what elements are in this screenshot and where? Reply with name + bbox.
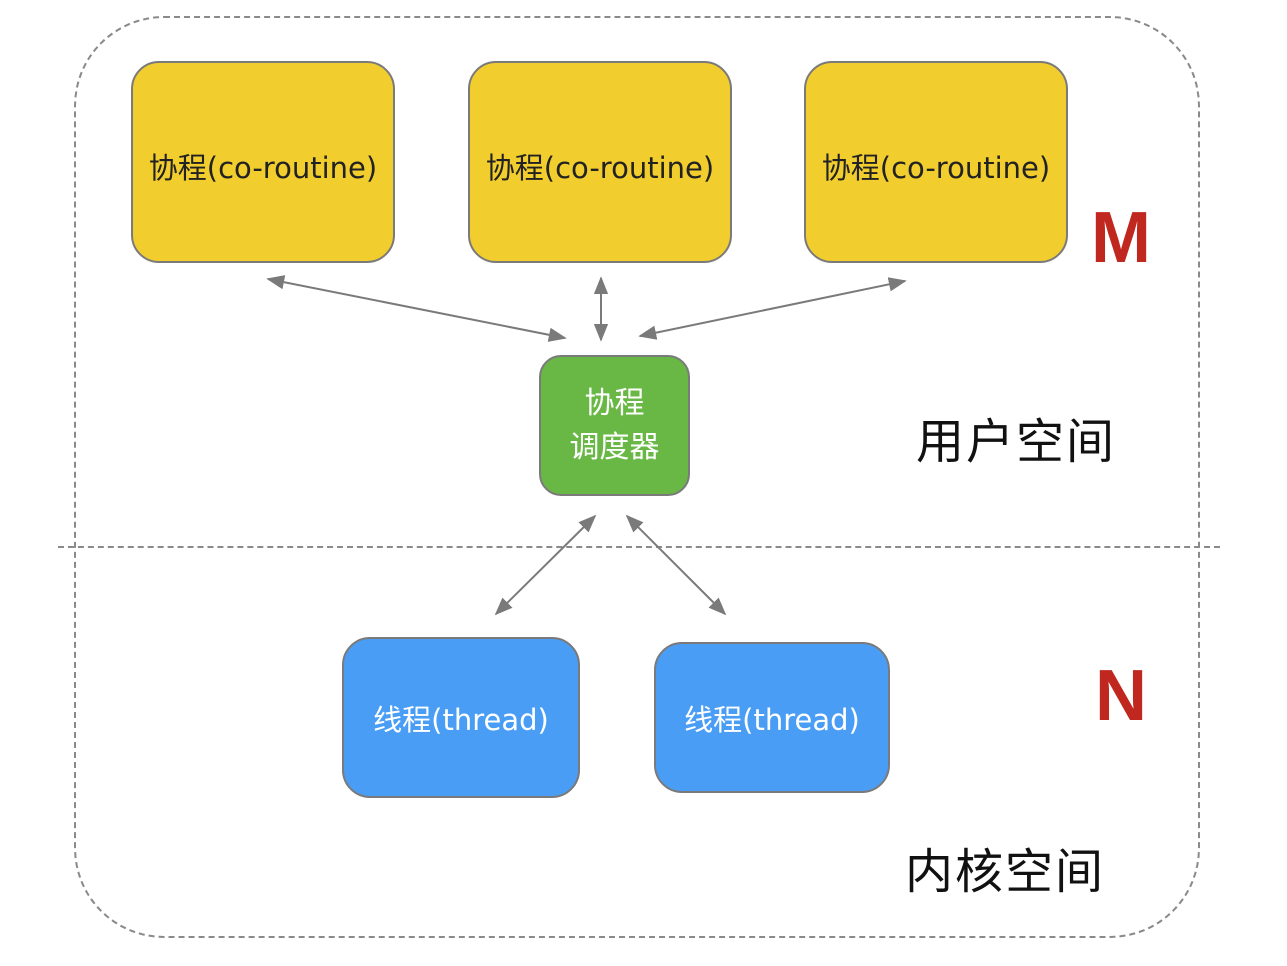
scheduler-label-line2: 调度器 [569, 429, 660, 465]
coroutine-box-1: 协程(co-routine) [131, 61, 395, 263]
user-space-label: 用户空间 [916, 414, 1117, 470]
arrow-scheduler-thread-2 [625, 514, 727, 616]
coroutine-scheduler-box: 协程 调度器 [539, 355, 690, 496]
n-label: N [1095, 656, 1147, 736]
arrow-coroutine-3-scheduler [638, 277, 907, 340]
coroutine-box-2: 协程(co-routine) [468, 61, 732, 263]
coroutine-label: 协程(co-routine) [821, 151, 1051, 185]
coroutine-label: 协程(co-routine) [485, 151, 715, 185]
arrow-coroutine-1-scheduler [266, 275, 567, 342]
coroutine-label: 协程(co-routine) [148, 151, 378, 185]
scheduler-label-line1: 协程 [584, 385, 645, 421]
thread-label: 线程(thread) [684, 702, 860, 737]
thread-label: 线程(thread) [373, 702, 549, 737]
outer-dashed-frame [74, 16, 1200, 938]
thread-box-2: 线程(thread) [654, 642, 890, 793]
thread-box-1: 线程(thread) [342, 637, 580, 798]
coroutine-box-3: 协程(co-routine) [804, 61, 1068, 263]
m-label: M [1091, 198, 1151, 278]
arrow-scheduler-thread-1 [494, 514, 597, 616]
kernel-space-label: 内核空间 [905, 844, 1106, 900]
